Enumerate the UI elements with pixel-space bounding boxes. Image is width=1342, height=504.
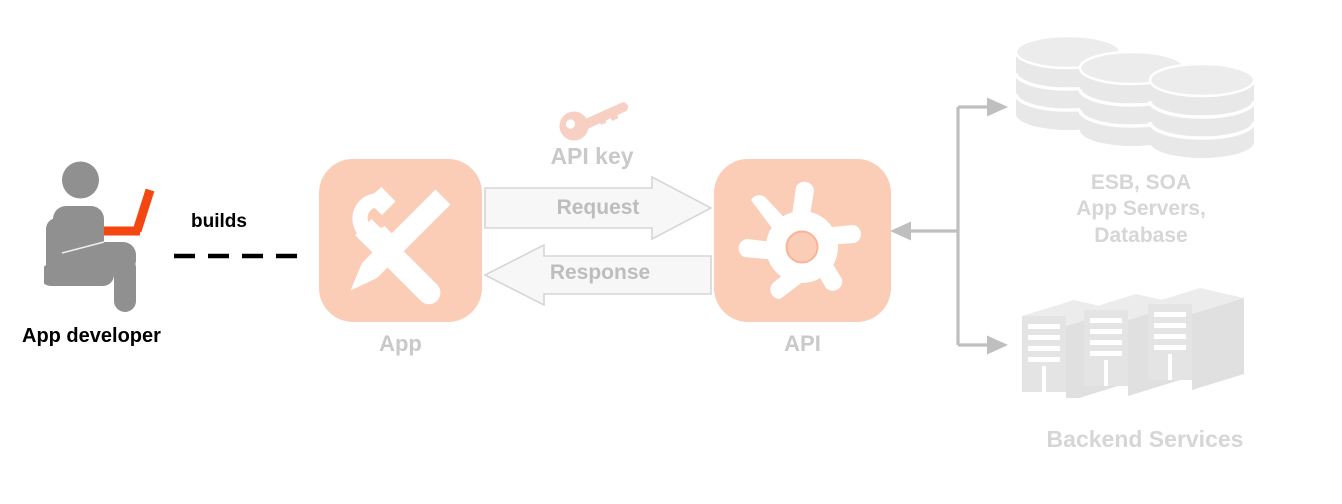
backend-services-label: Backend Services <box>1046 426 1244 452</box>
database-group-label: ESB, SOA App Servers, Database <box>1008 170 1274 249</box>
app-developer-label: App developer <box>22 325 161 347</box>
server-rack-icon <box>1022 286 1260 402</box>
response-label: Response <box>549 261 651 284</box>
response-arrow <box>483 243 712 307</box>
builds-dashed-line <box>172 246 302 259</box>
database-stack-icon <box>1014 34 1262 162</box>
backend-connector-lines <box>888 95 1014 357</box>
app-tile[interactable] <box>319 159 482 322</box>
api-key-label: API key <box>550 143 634 169</box>
database-label-line-1: ESB, SOA <box>1090 171 1192 194</box>
key-icon <box>556 100 630 142</box>
request-label: Request <box>556 196 640 219</box>
app-developer-icon <box>40 160 176 312</box>
api-tile-label: API <box>784 331 821 356</box>
database-label-line-3: Database <box>1094 223 1188 247</box>
app-tile-label: App <box>379 331 422 356</box>
database-label-line-2: App Servers, <box>1076 197 1206 221</box>
api-tile[interactable] <box>714 159 891 322</box>
builds-relation-label: builds <box>191 211 247 232</box>
request-arrow <box>484 175 713 241</box>
